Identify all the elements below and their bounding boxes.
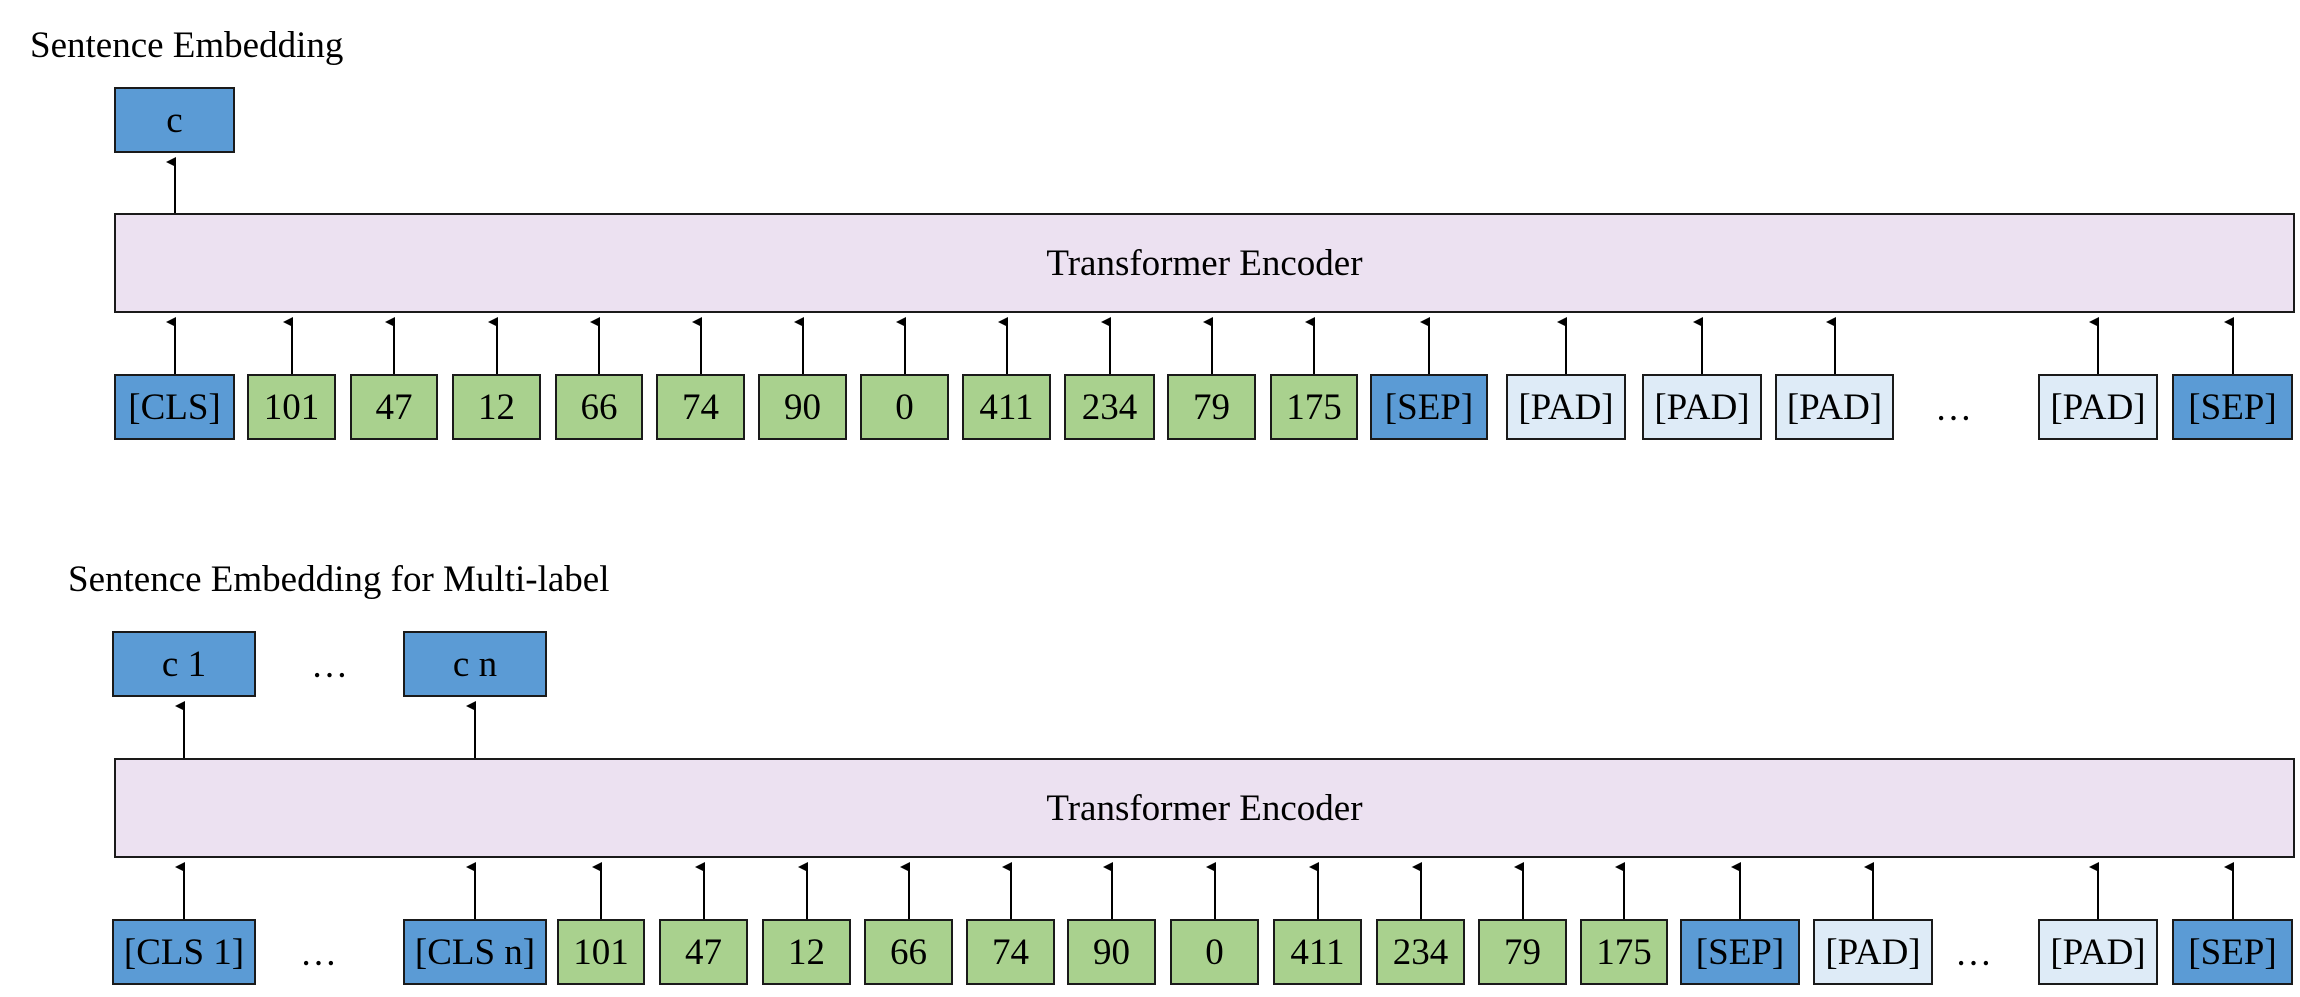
top-token: [SEP]	[1370, 374, 1488, 440]
bottom-token: [CLS 1]	[112, 919, 256, 985]
bottom-token: 90	[1067, 919, 1156, 985]
top-ellipsis: …	[1935, 388, 1972, 429]
top-token: [SEP]	[2172, 374, 2293, 440]
output-c1: c 1	[112, 631, 256, 697]
bottom-token: 74	[966, 919, 1055, 985]
bottom-token: [PAD]	[1813, 919, 1933, 985]
top-token: 234	[1064, 374, 1155, 440]
bottom-token: 175	[1580, 919, 1668, 985]
bottom-token: 66	[864, 919, 953, 985]
bottom-ellipsis: …	[300, 933, 337, 974]
bottom-token: 411	[1273, 919, 1362, 985]
bottom-token: [SEP]	[1680, 919, 1800, 985]
bottom-token: 234	[1376, 919, 1465, 985]
bottom-token: 101	[557, 919, 645, 985]
top-token: [CLS]	[114, 374, 235, 440]
bottom-ellipsis: …	[1955, 933, 1992, 974]
top-token: [PAD]	[2038, 374, 2158, 440]
bottom-token: [SEP]	[2172, 919, 2293, 985]
output-cn: c n	[403, 631, 547, 697]
bottom-token: 0	[1170, 919, 1259, 985]
top-token: [PAD]	[1642, 374, 1762, 440]
top-token: 411	[962, 374, 1051, 440]
bottom-token: 79	[1478, 919, 1567, 985]
top-token: 66	[555, 374, 643, 440]
bottom-token: [PAD]	[2038, 919, 2158, 985]
top-token: [PAD]	[1775, 374, 1894, 440]
top-token: 47	[350, 374, 438, 440]
bottom-token: 12	[762, 919, 851, 985]
top-token: 74	[656, 374, 745, 440]
top-token: 0	[860, 374, 949, 440]
multi-label-embedding-title: Sentence Embedding for Multi-label	[68, 559, 610, 600]
top-token: 12	[452, 374, 541, 440]
bottom-token: [CLS n]	[403, 919, 547, 985]
transformer-encoder-bottom: Transformer Encoder	[114, 758, 2295, 858]
top-token: 90	[758, 374, 847, 440]
bottom-token: 47	[659, 919, 748, 985]
top-token: [PAD]	[1506, 374, 1626, 440]
top-token: 175	[1270, 374, 1358, 440]
transformer-encoder-top: Transformer Encoder	[114, 213, 2295, 313]
output-ellipsis: …	[311, 645, 348, 686]
top-token: 79	[1167, 374, 1256, 440]
output-c: c	[114, 87, 235, 153]
top-token: 101	[247, 374, 336, 440]
sentence-embedding-title: Sentence Embedding	[30, 25, 344, 66]
